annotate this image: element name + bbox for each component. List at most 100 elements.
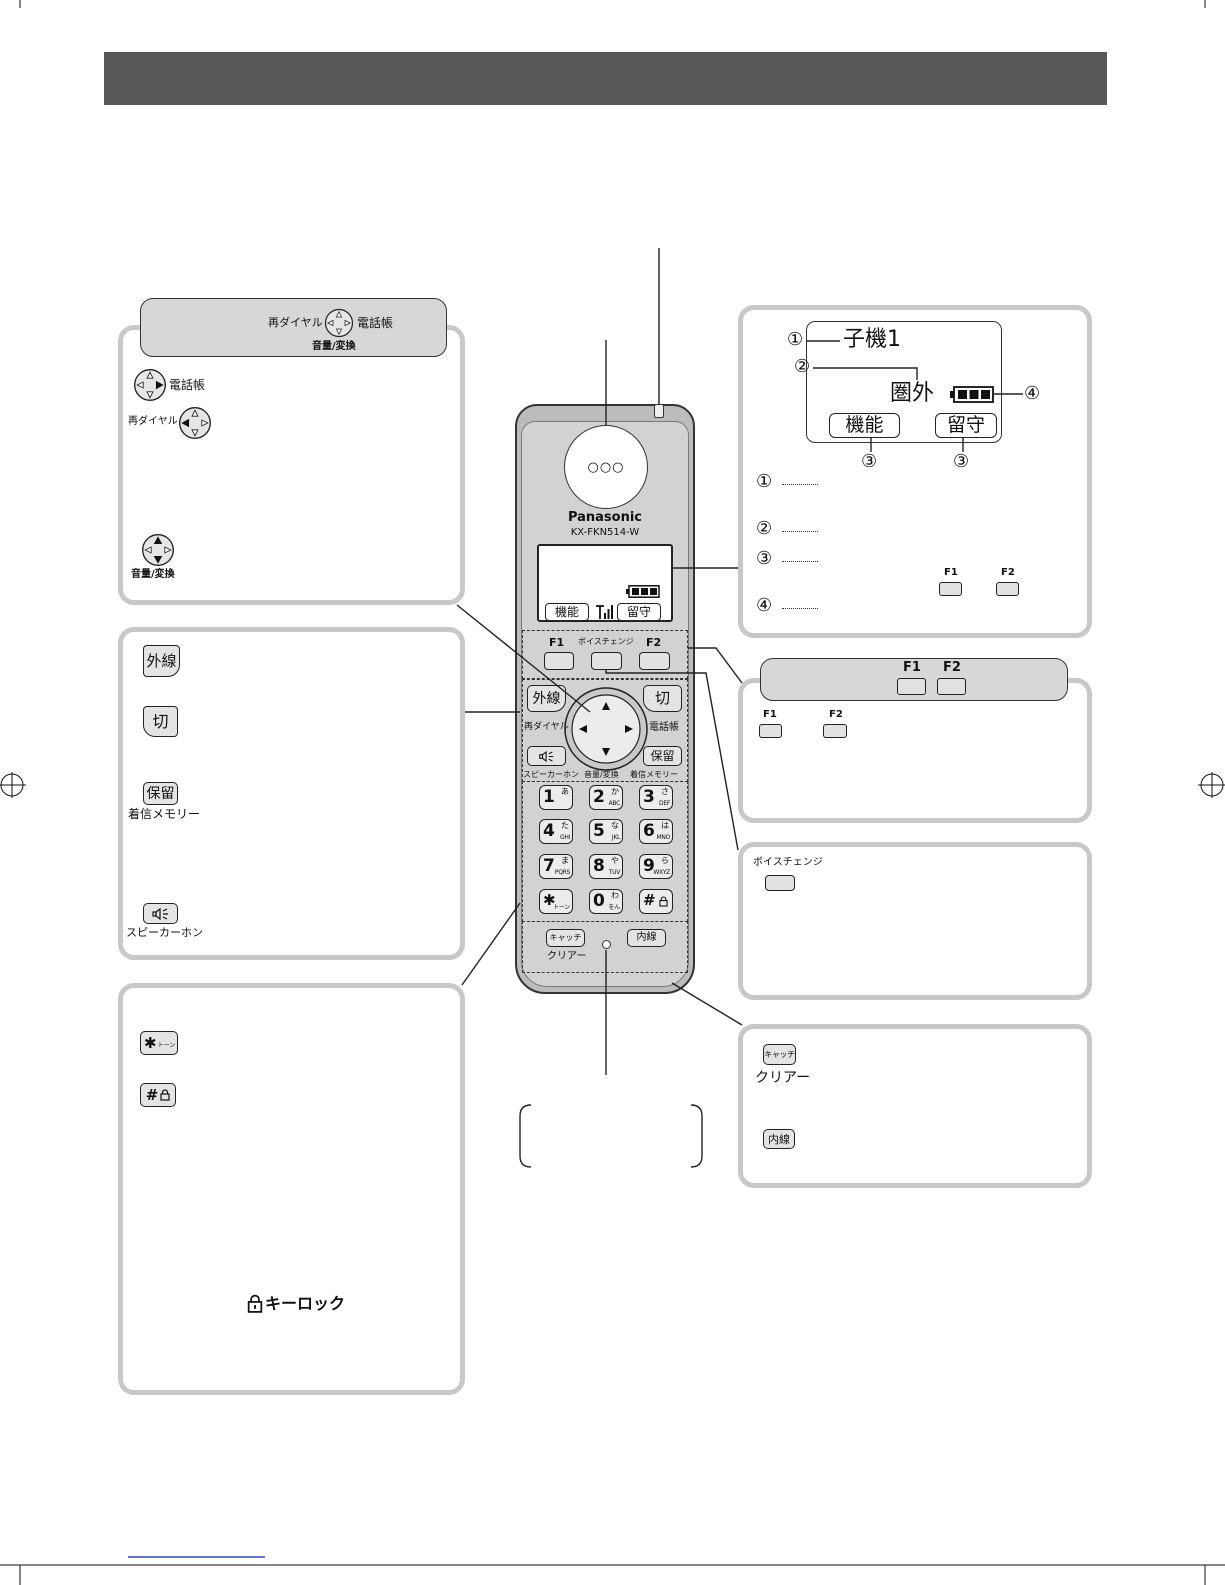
pill-redial-label: 再ダイヤル: [268, 316, 323, 329]
bottom-keys-panel: [738, 1024, 1092, 1188]
nav-left-icon: [178, 406, 212, 440]
pill-phonebook-label: 電話帳: [357, 316, 394, 330]
handset-name: 子機1: [843, 327, 901, 352]
lock-icon: [659, 896, 668, 907]
f2-button[interactable]: [639, 652, 670, 670]
nav-key-icon: [324, 308, 354, 338]
key-letters: トーン: [553, 904, 570, 911]
voice-change-key: [765, 875, 795, 891]
legend-leader: [782, 608, 818, 609]
key-letters: GHI: [559, 834, 570, 841]
key-digit: 2: [593, 787, 605, 807]
voice-change-label: ボイスチェンジ: [753, 857, 823, 868]
earpiece: ○○○: [564, 425, 648, 509]
speaker-icon: [151, 907, 171, 920]
handset-end-button[interactable]: 切: [643, 685, 682, 712]
brand-logo: Panasonic: [567, 510, 643, 525]
signal-icon: [595, 604, 613, 620]
key-kana: あ: [561, 787, 569, 796]
f2-label: F2: [829, 709, 843, 720]
speakerphone-key[interactable]: [143, 903, 178, 924]
handset-outside-line-button[interactable]: 外線: [527, 685, 566, 712]
legend-leader: [782, 561, 818, 562]
handset-speakerphone-label: スピーカーホン: [523, 770, 579, 779]
outside-line-key[interactable]: 外線: [143, 645, 180, 677]
handset-hold-button[interactable]: 保留: [643, 746, 682, 766]
hold-key[interactable]: 保留: [143, 782, 178, 805]
star-key-sub: トーン: [157, 1042, 176, 1049]
phonebook-label: 電話帳: [169, 378, 206, 392]
section-header-bar: [104, 52, 1107, 105]
handset-redial-label: 再ダイヤル: [524, 722, 569, 732]
battery-icon: [626, 585, 660, 598]
key-digit: #: [643, 891, 656, 909]
model-number: KX-FKN514-W: [570, 527, 640, 538]
keypad-key-star[interactable]: ✱トーン: [539, 889, 573, 914]
key-digit: 8: [593, 856, 605, 876]
clear-label: クリアー: [755, 1070, 811, 1086]
volume-convert-label: 音量/変換: [131, 569, 175, 580]
handset-catch-button[interactable]: キャッチ: [546, 929, 585, 947]
f2-key: [823, 724, 847, 738]
key-digit: 4: [543, 821, 555, 841]
f1-label: F1: [549, 636, 565, 649]
keypad-key-hash[interactable]: #: [639, 889, 673, 914]
star-key[interactable]: ✱ トーン: [140, 1031, 178, 1055]
lock-icon: [247, 1294, 263, 1313]
hash-key-symbol: #: [145, 1085, 159, 1104]
speaker-icon: [538, 750, 556, 762]
battery-icon: [950, 386, 994, 403]
key-kana: た: [561, 821, 569, 830]
handset-speakerphone-button[interactable]: [527, 746, 566, 766]
intercom-key: 内線: [763, 1129, 795, 1149]
key-kana: ら: [661, 856, 669, 865]
key-letters: ABC: [608, 800, 621, 807]
handset-clear-label: クリアー: [547, 951, 587, 962]
hash-key[interactable]: #: [140, 1083, 176, 1107]
f1-button[interactable]: [544, 652, 574, 670]
key-letters: MNO: [656, 834, 671, 841]
marker-3: ③: [861, 451, 878, 472]
display-soft-right: 留守: [617, 603, 661, 621]
key-letters: DEF: [659, 800, 670, 807]
legend-marker-1: ①: [756, 471, 773, 492]
speakerphone-label: スピーカーホン: [126, 926, 203, 939]
pill-f2-key: [937, 678, 966, 695]
key-kana: や: [611, 856, 619, 865]
nav-up-down-icon: [141, 533, 175, 567]
catch-key: キャッチ: [763, 1044, 796, 1065]
legend-f1-label: F1: [944, 567, 958, 578]
end-key[interactable]: 切: [143, 706, 178, 737]
marker-2: ②: [794, 356, 811, 377]
key-kana: さ: [661, 787, 669, 796]
f1-key: [759, 724, 782, 738]
voice-change-label: ボイスチェンジ: [578, 637, 634, 646]
display-soft-right: 留守: [935, 413, 997, 438]
key-letters: をん: [608, 904, 621, 911]
key-digit: 0: [593, 891, 605, 911]
lock-icon: [160, 1089, 170, 1101]
f2-label: F2: [646, 636, 662, 649]
pill-f1-key: [897, 678, 926, 695]
caption-bracket: [519, 1104, 704, 1169]
voice-change-button[interactable]: [591, 652, 622, 670]
legend-marker-4: ④: [756, 595, 773, 616]
key-letters: PQRS: [554, 869, 570, 876]
handset-intercom-button[interactable]: 内線: [627, 929, 666, 947]
key-letters: WXYZ: [653, 869, 670, 876]
key-lock-label: キーロック: [265, 1293, 346, 1313]
handset-volume-label: 音量/変換: [584, 770, 619, 779]
key-kana: な: [611, 821, 619, 830]
nav-right-icon: [133, 368, 167, 402]
nav-key-icon[interactable]: [564, 687, 648, 771]
